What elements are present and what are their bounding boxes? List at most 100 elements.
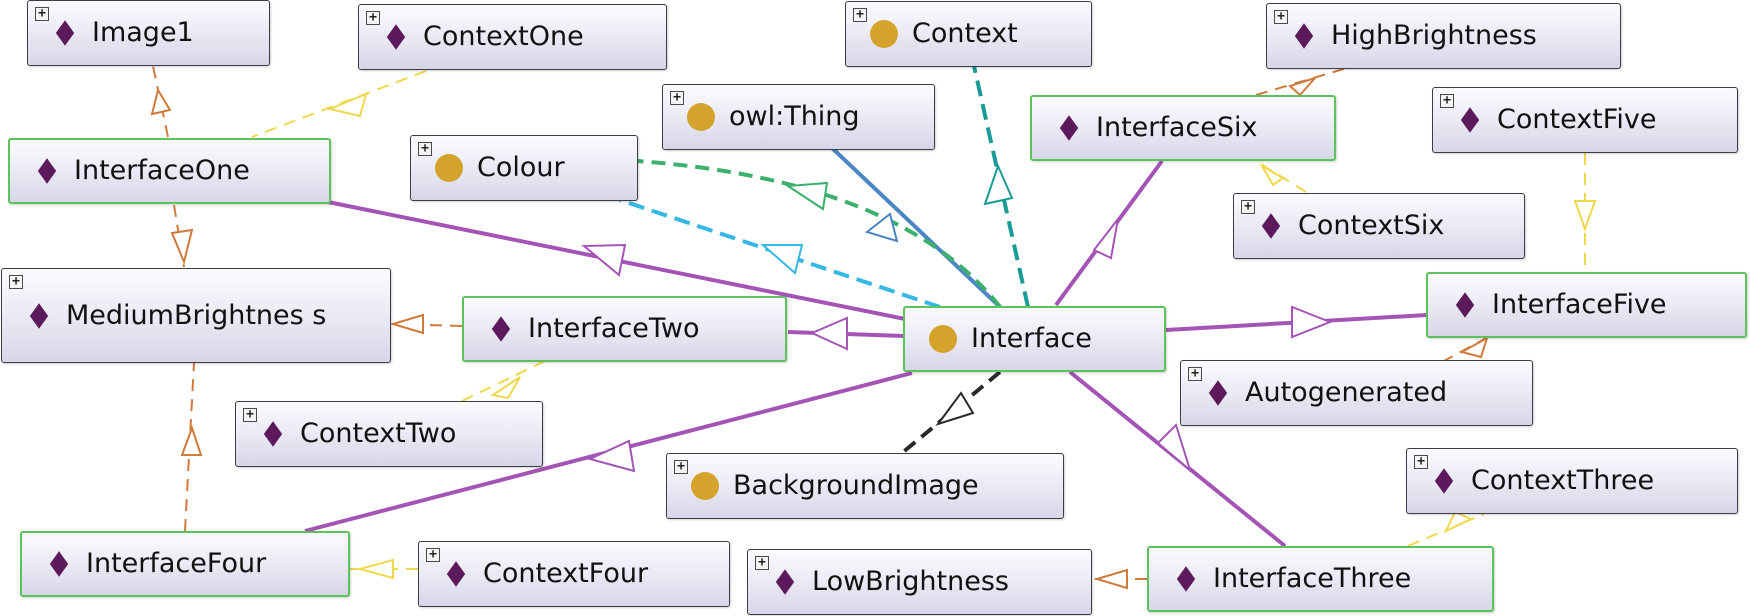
node-label: InterfaceSix	[1096, 112, 1258, 143]
node-label: owl:Thing	[729, 101, 860, 132]
individual-icon	[1208, 380, 1228, 406]
expand-toggle[interactable]: +	[418, 142, 432, 156]
edge-interfaceone-image1	[152, 65, 169, 138]
node-interface-six[interactable]: InterfaceSix	[1030, 95, 1336, 161]
expand-toggle[interactable]: +	[1274, 10, 1288, 24]
node-context[interactable]: + Context	[845, 1, 1092, 67]
arrowheads	[150, 75, 1597, 590]
arrow-image1	[150, 87, 172, 116]
node-label: ContextThree	[1471, 465, 1655, 496]
node-label: InterfaceThree	[1213, 563, 1412, 594]
individual-icon	[1294, 23, 1314, 49]
arrow-interfacetwo	[809, 316, 848, 351]
expand-toggle[interactable]: +	[1414, 455, 1428, 469]
edge-contexttwo-interfacetwo	[461, 360, 546, 402]
individual-icon	[386, 24, 406, 50]
individual-icon	[1059, 115, 1079, 141]
node-colour[interactable]: + Colour	[410, 135, 638, 201]
node-label: ContextTwo	[300, 418, 457, 449]
node-label: InterfaceFive	[1492, 289, 1667, 320]
expand-toggle[interactable]: +	[9, 275, 23, 289]
node-label: LowBrightness	[812, 566, 1009, 597]
expand-toggle[interactable]: +	[755, 556, 769, 570]
arrow-interfaceone	[581, 243, 627, 277]
expand-toggle[interactable]: +	[426, 548, 440, 562]
arrow-interfacesix	[1092, 218, 1119, 260]
node-label: Context	[912, 18, 1018, 49]
individual-icon	[37, 158, 57, 184]
node-low-brightness[interactable]: + LowBrightness	[747, 549, 1092, 615]
edge-interfacetwo-mediumbrightness	[392, 323, 463, 327]
node-interface-five[interactable]: InterfaceFive	[1426, 272, 1747, 338]
edge-interface-owlthing	[829, 145, 1002, 309]
expand-toggle[interactable]: +	[670, 91, 684, 105]
individual-icon	[1460, 107, 1480, 133]
expand-toggle[interactable]: +	[366, 11, 380, 25]
node-label: Interface	[971, 323, 1092, 354]
arrow-mediumbrightness-1	[170, 228, 194, 266]
node-label: ContextFive	[1497, 104, 1657, 135]
arrow-lowbrightness	[1093, 568, 1128, 590]
node-label: ContextFour	[483, 558, 649, 589]
node-label: BackgroundImage	[733, 470, 979, 501]
node-label: InterfaceTwo	[528, 313, 700, 344]
node-context-two[interactable]: + ContextTwo	[235, 401, 543, 467]
expand-toggle[interactable]: +	[243, 408, 257, 422]
edge-contextone-interfaceone	[251, 70, 427, 138]
arrow-contextone	[326, 92, 368, 118]
node-context-six[interactable]: + ContextSix	[1233, 193, 1525, 259]
expand-toggle[interactable]: +	[1241, 200, 1255, 214]
class-icon	[929, 325, 957, 353]
arrow-owlthing	[864, 212, 899, 243]
individual-icon	[263, 421, 283, 447]
node-label: ContextSix	[1298, 210, 1445, 241]
node-high-brightness[interactable]: + HighBrightness	[1266, 3, 1621, 69]
node-context-five[interactable]: + ContextFive	[1432, 87, 1738, 153]
node-label: HighBrightness	[1331, 20, 1537, 51]
node-context-four[interactable]: + ContextFour	[418, 541, 730, 607]
arrow-context	[983, 163, 1014, 206]
node-label: ContextOne	[423, 21, 584, 52]
arrow-interfacefour	[587, 439, 636, 473]
node-label: Autogenerated	[1245, 377, 1448, 408]
node-background-image[interactable]: + BackgroundImage	[666, 453, 1064, 519]
node-interface-two[interactable]: InterfaceTwo	[462, 296, 787, 362]
arrow-mediumbrightness-3	[180, 424, 203, 456]
node-image1[interactable]: + Image1	[27, 0, 270, 66]
expand-toggle[interactable]: +	[674, 460, 688, 474]
node-medium-brightness[interactable]: + MediumBrightnes s	[1, 268, 391, 363]
node-label: Colour	[477, 152, 565, 183]
arrow-contexttwo	[490, 376, 521, 400]
arrow-backgroundimage	[935, 391, 975, 426]
edge-interface-colour-green	[636, 159, 1002, 309]
node-label: MediumBrightnes s	[66, 299, 327, 331]
node-label: InterfaceFour	[86, 548, 267, 579]
individual-icon	[775, 569, 795, 595]
node-interface-three[interactable]: InterfaceThree	[1147, 546, 1494, 612]
arrow-mediumbrightness-2	[389, 313, 424, 335]
node-autogenerated[interactable]: + Autogenerated	[1180, 360, 1533, 426]
class-icon	[435, 154, 463, 182]
expand-toggle[interactable]: +	[1440, 94, 1454, 108]
class-icon	[691, 472, 719, 500]
expand-toggle[interactable]: +	[35, 7, 49, 21]
node-context-three[interactable]: + ContextThree	[1406, 448, 1738, 514]
expand-toggle[interactable]: +	[1188, 367, 1202, 381]
node-interface[interactable]: Interface	[903, 306, 1166, 372]
individual-icon	[55, 20, 75, 46]
node-owl-thing[interactable]: + owl:Thing	[662, 84, 935, 150]
node-interface-four[interactable]: InterfaceFour	[20, 531, 350, 597]
node-context-one[interactable]: + ContextOne	[358, 4, 667, 70]
expand-toggle[interactable]: +	[853, 8, 867, 22]
individual-icon	[1261, 213, 1281, 239]
arrow-contextsix	[1259, 163, 1285, 187]
individual-icon	[1434, 468, 1454, 494]
individual-icon	[49, 551, 69, 577]
individual-icon	[1455, 292, 1475, 318]
individual-icon	[1176, 566, 1196, 592]
arrow-colour-green	[785, 181, 829, 211]
node-interface-one[interactable]: InterfaceOne	[8, 138, 331, 204]
node-label: InterfaceOne	[74, 155, 250, 186]
node-label: Image1	[92, 17, 194, 48]
